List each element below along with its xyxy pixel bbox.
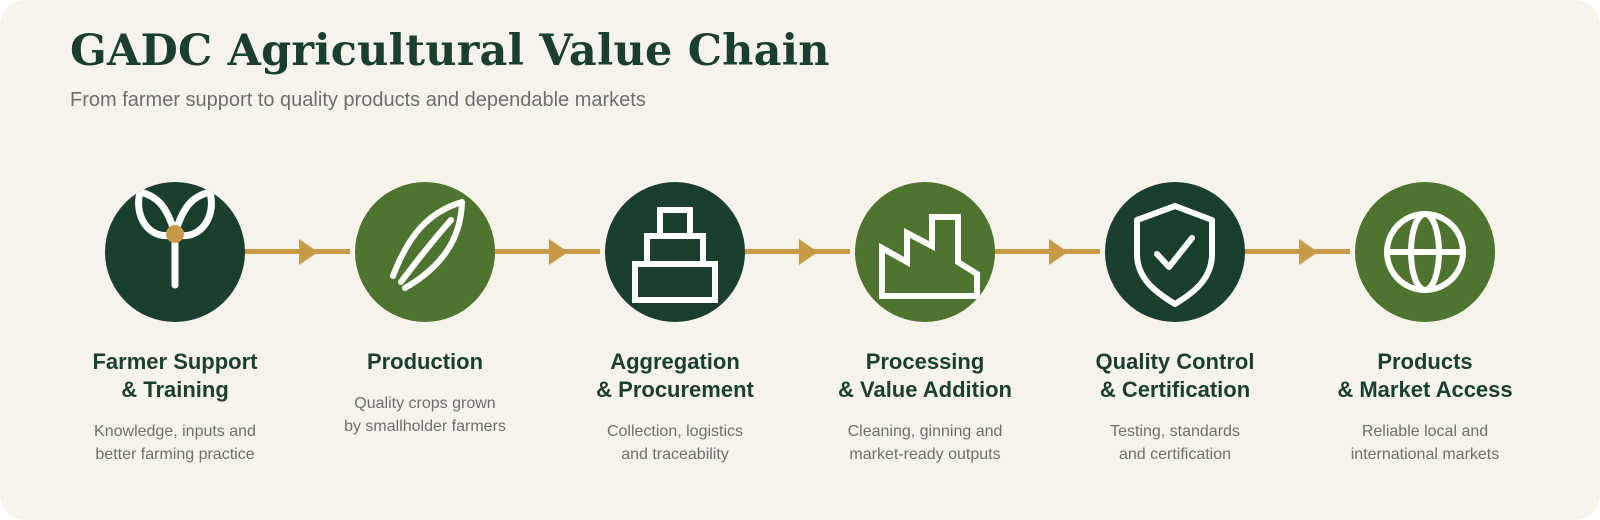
step-aggregation: Aggregation & Procurement Collection, lo… [550, 182, 800, 466]
stacked-boxes-icon [632, 207, 718, 303]
connector-2 [490, 249, 600, 254]
step-3-description: Collection, logistics and traceability [606, 423, 744, 463]
factory-icon [879, 214, 980, 299]
step-2-title: Production [366, 349, 484, 374]
step-2-description: Quality crops grown by smallholder farme… [344, 395, 506, 435]
step-2-badge [355, 182, 495, 322]
page-title: GADC Agricultural Value Chain [70, 26, 830, 76]
step-6-badge [1355, 182, 1495, 322]
shield-check-icon [1134, 203, 1215, 307]
step-farmer-support: Farmer Support & Training Knowledge, inp… [50, 182, 300, 466]
connector-5 [1240, 249, 1350, 254]
connector-1 [240, 249, 350, 254]
sprout-icon [135, 187, 215, 289]
page-subtitle: From farmer support to quality products … [70, 89, 646, 111]
step-1-badge [105, 182, 245, 322]
step-4-badge [855, 182, 995, 322]
step-4-title: Processing & Value Addition [838, 349, 1012, 402]
step-1-title: Farmer Support & Training [92, 349, 258, 402]
globe-icon [1384, 211, 1466, 293]
arrow-5-icon [1299, 239, 1318, 265]
connector-3 [740, 249, 850, 254]
step-3-badge [605, 182, 745, 322]
leaf-icon [390, 199, 465, 291]
step-production: Production Quality crops grown by smallh… [300, 182, 550, 438]
step-products-market: Products & Market Access Reliable local … [1300, 182, 1550, 466]
step-5-title: Quality Control & Certification [1095, 349, 1255, 402]
step-quality-control: Quality Control & Certification Testing,… [1050, 182, 1300, 466]
connector-4 [990, 249, 1100, 254]
arrow-3-icon [799, 239, 818, 265]
step-5-badge [1105, 182, 1245, 322]
step-1-description: Knowledge, inputs and better farming pra… [94, 423, 256, 463]
step-6-description: Reliable local and international markets [1350, 423, 1500, 463]
step-6-title: Products & Market Access [1337, 349, 1513, 402]
step-processing: Processing & Value Addition Cleaning, gi… [800, 182, 1050, 466]
arrow-1-icon [299, 239, 318, 265]
arrow-2-icon [549, 239, 568, 265]
step-3-title: Aggregation & Procurement [596, 349, 754, 402]
step-4-description: Cleaning, ginning and market-ready outpu… [847, 423, 1003, 463]
step-5-description: Testing, standards and certification [1110, 423, 1240, 463]
arrow-4-icon [1049, 239, 1068, 265]
